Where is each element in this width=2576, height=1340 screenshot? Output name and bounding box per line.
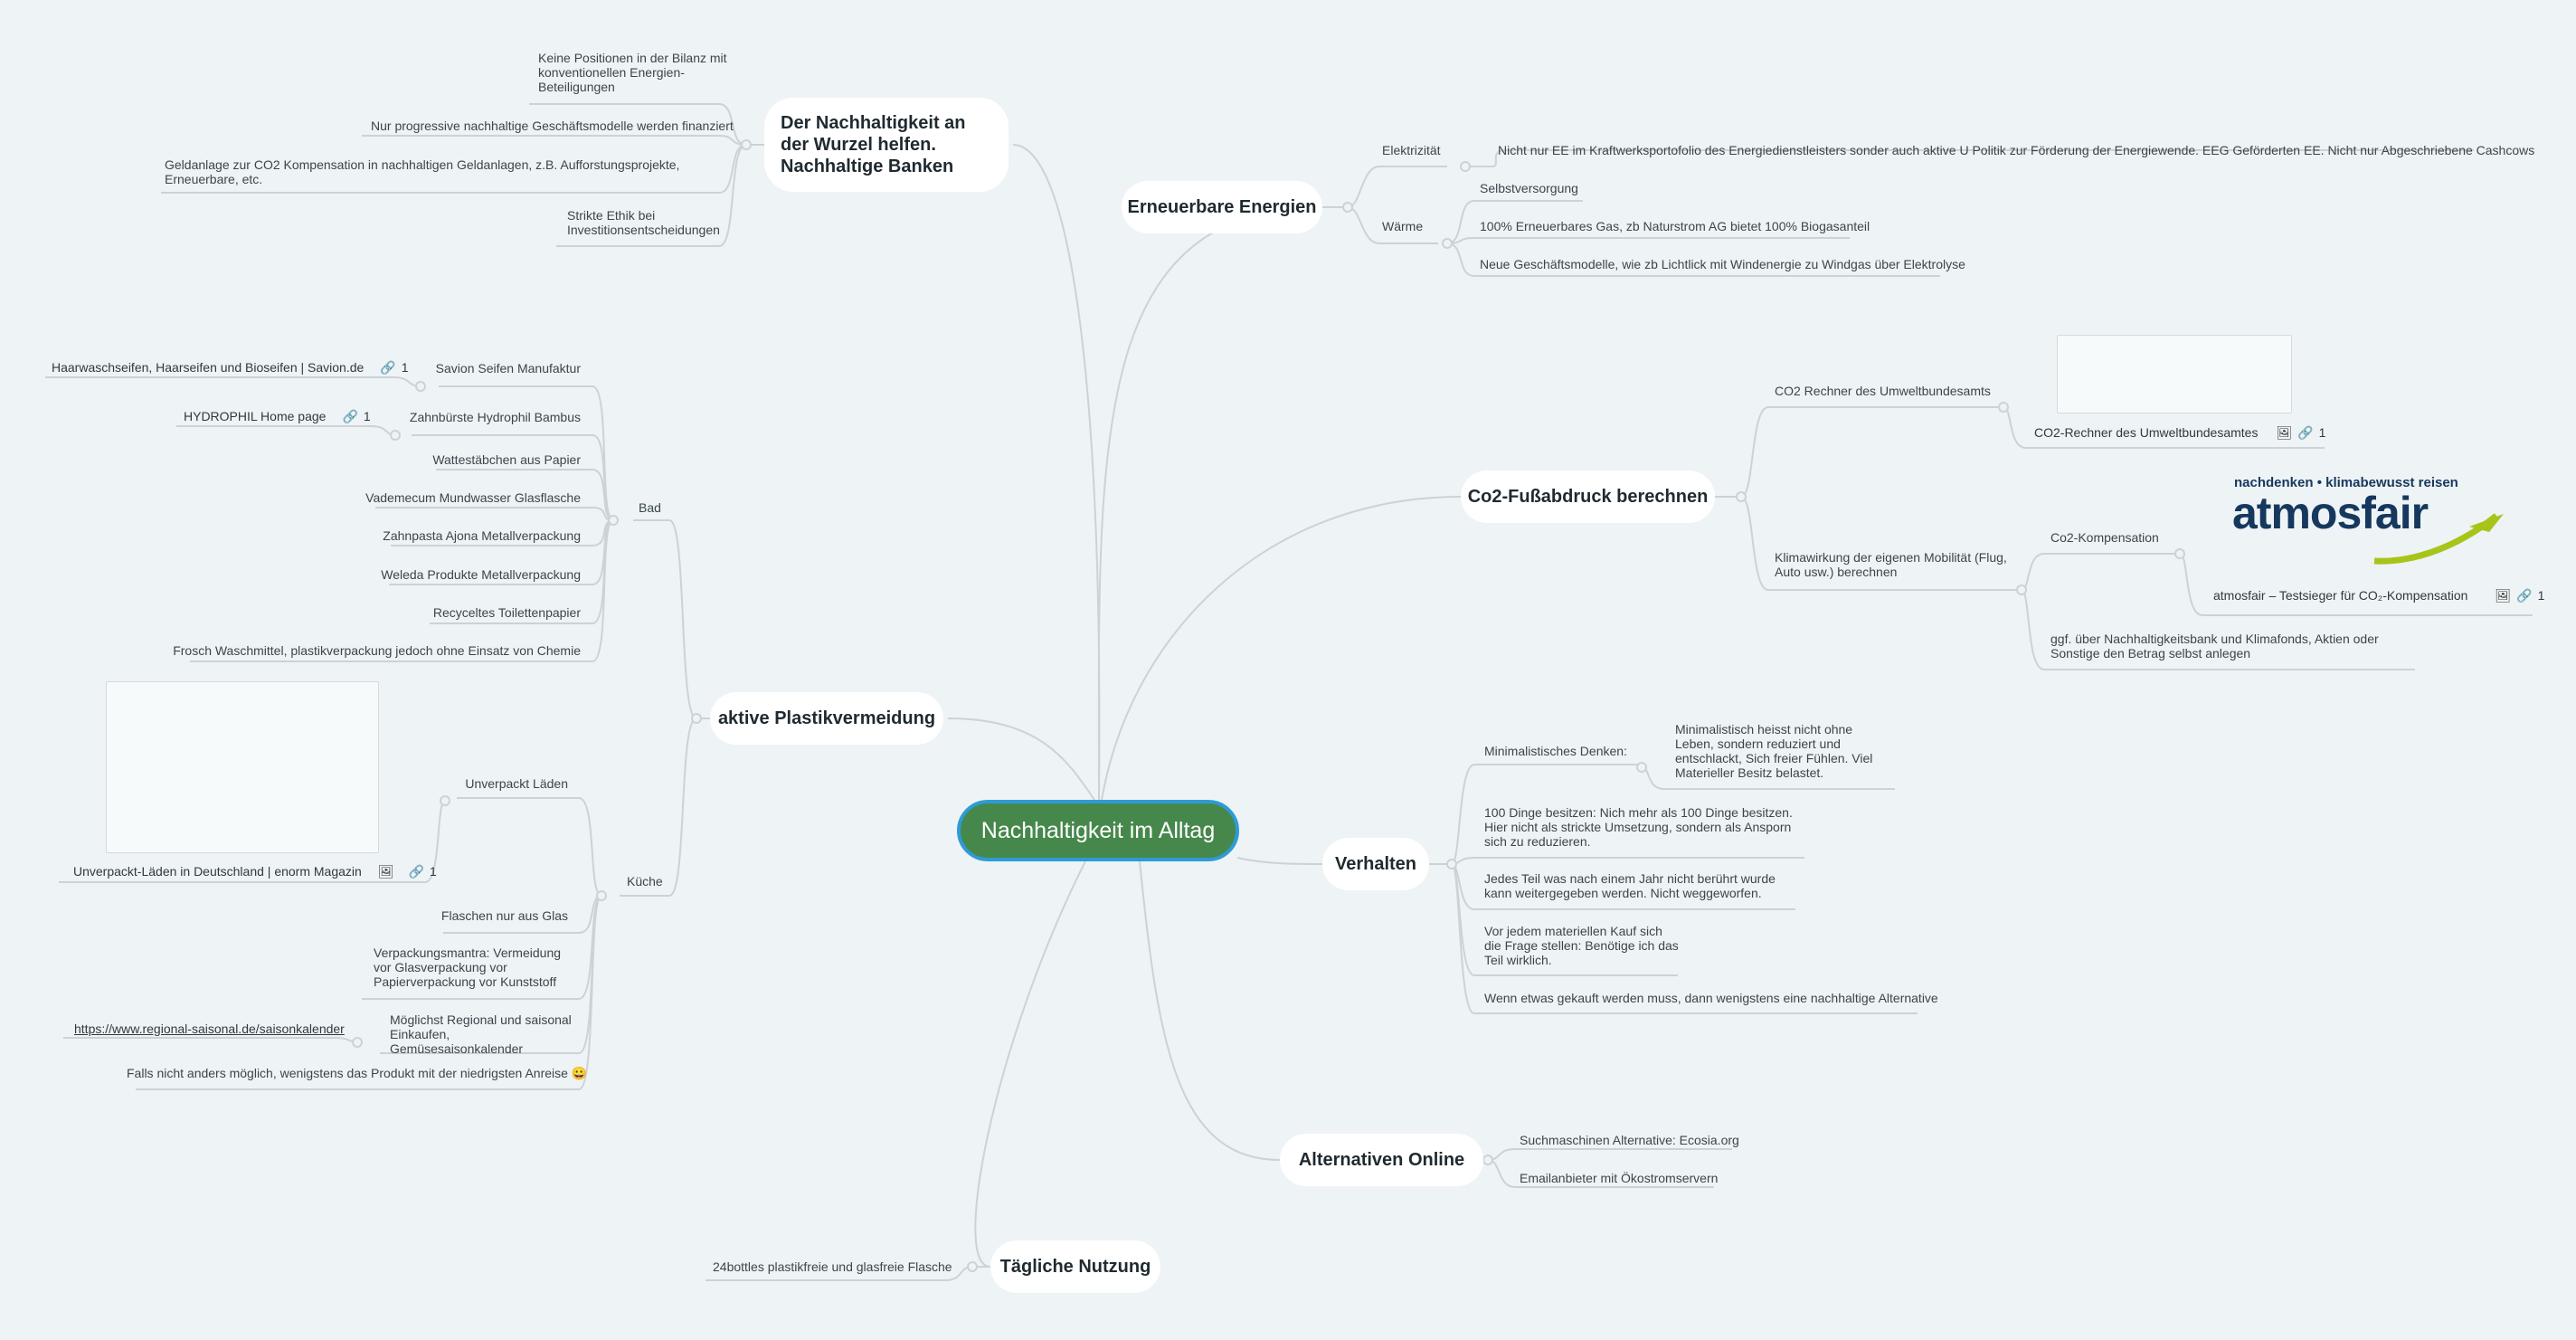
node-verhalten-item-2[interactable]: Jedes Teil was nach einem Jahr nicht ber… <box>1484 871 1776 900</box>
link-icon[interactable]: 🔗 <box>380 360 396 375</box>
branch-plastikvermeidung[interactable]: aktive Plastikvermeidung <box>710 692 943 745</box>
node-banken-item-2[interactable]: Nur progressive nachhaltige Geschäftsmod… <box>371 119 734 133</box>
node-elektrizitaet-text[interactable]: Nicht nur EE im Kraftwerksportofolio des… <box>1498 143 2535 157</box>
co2-rechner-link[interactable]: CO2-Rechner des Umweltbundesamtes 🖼 🔗 1 <box>2034 425 2325 440</box>
node-kueche-item-verpackungsmantra[interactable]: Verpackungsmantra: Vermeidung vor Glasve… <box>374 946 562 989</box>
node-kueche-item-unverpackt[interactable]: Unverpackt Läden <box>465 776 568 791</box>
link-count: 1 <box>2318 425 2326 440</box>
node-online-item-2[interactable]: Emailanbieter mit Ökostromservern <box>1520 1171 1719 1185</box>
link-count: 1 <box>2537 588 2545 603</box>
node-waerme[interactable]: Wärme <box>1382 219 1424 233</box>
unverpackt-image <box>106 681 379 853</box>
node-bad-item-vademecum[interactable]: Vademecum Mundwasser Glasflasche <box>365 490 581 505</box>
atmosfair-logo-tagline: nachdenken • klimabewusst reisen <box>2234 475 2458 490</box>
node-co2-kompensation[interactable]: Co2-Kompensation <box>2050 530 2159 545</box>
node-bad-item-weleda[interactable]: Weleda Produkte Metallverpackung <box>381 567 581 582</box>
node-banken-item-3[interactable]: Geldanlage zur CO2 Kompensation in nachh… <box>165 157 680 186</box>
link-icon[interactable]: 🔗 <box>408 864 425 879</box>
node-kueche-item-glas[interactable]: Flaschen nur aus Glas <box>440 908 568 923</box>
node-banken-item-1[interactable]: Keine Positionen in der Bilanz mit konve… <box>538 51 727 94</box>
link-count: 1 <box>401 360 409 375</box>
node-online-item-1[interactable]: Suchmaschinen Alternative: Ecosia.org <box>1520 1133 1739 1147</box>
node-co2-rechner[interactable]: CO2 Rechner des Umweltbundesamts <box>1775 384 1991 398</box>
node-bad-item-zahnbuerste[interactable]: Zahnbürste Hydrophil Bambus <box>409 410 581 424</box>
node-24bottles[interactable]: 24bottles plastikfreie und glasfreie Fla… <box>713 1259 952 1274</box>
branch-verhalten[interactable]: Verhalten <box>1322 838 1429 890</box>
unverpackt-link-label[interactable]: Unverpackt-Läden in Deutschland | enorm … <box>73 864 362 879</box>
node-verhalten-item-1[interactable]: 100 Dinge besitzen: Nich mehr als 100 Di… <box>1484 805 1793 849</box>
hydrophil-link-label[interactable]: HYDROPHIL Home page <box>184 409 327 423</box>
node-kueche-item-anreise[interactable]: Falls nicht anders möglich, wenigstens d… <box>127 1066 588 1080</box>
atmosfair-logo-word: atmosfair <box>2232 488 2429 538</box>
image-icon: 🖼 <box>2276 425 2293 440</box>
node-banken-item-4[interactable]: Strikte Ethik bei Investitionsentscheidu… <box>567 208 720 237</box>
node-mobilitaet[interactable]: Klimawirkung der eigenen Mobilität (Flug… <box>1775 550 2007 579</box>
image-icon: 🖼 <box>377 864 394 879</box>
link-icon[interactable]: 🔗 <box>2297 425 2314 440</box>
node-minimalistisches-denken[interactable]: Minimalistisches Denken: <box>1484 744 1627 758</box>
node-verhalten-item-3[interactable]: Vor jedem materiellen Kauf sich die Frag… <box>1484 924 1679 967</box>
node-bad-item-watte[interactable]: Wattestäbchen aus Papier <box>432 452 581 467</box>
node-bad-item-frosch[interactable]: Frosch Waschmittel, plastikverpackung je… <box>173 643 581 658</box>
node-bad-item-ajona[interactable]: Zahnpasta Ajona Metallverpackung <box>383 528 581 543</box>
node-minimalistisch-text[interactable]: Minimalistisch heisst nicht ohne Leben, … <box>1675 722 1873 780</box>
branch-nachhaltige-banken[interactable]: Der Nachhaltigkeit an der Wurzel helfen.… <box>764 98 1009 192</box>
co2-rechner-image <box>2057 335 2292 413</box>
branch-erneuerbare-energien[interactable]: Erneuerbare Energien <box>1122 181 1322 233</box>
branch-taegliche-nutzung[interactable]: Tägliche Nutzung <box>990 1240 1160 1293</box>
node-verhalten-item-4[interactable]: Wenn etwas gekauft werden muss, dann wen… <box>1484 991 1938 1005</box>
atmosfair-logo-plane-icon <box>2373 513 2504 565</box>
node-kueche[interactable]: Küche <box>627 874 663 889</box>
branch-co2-fussabdruck[interactable]: Co2-Fußabdruck berechnen <box>1461 470 1715 523</box>
savion-link-label[interactable]: Haarwaschseifen, Haarseifen und Bioseife… <box>52 360 365 375</box>
co2-rechner-link-label[interactable]: CO2-Rechner des Umweltbundesamtes <box>2034 425 2259 440</box>
link-icon[interactable]: 🔗 <box>342 409 358 423</box>
node-nachhaltigkeitsbank[interactable]: ggf. über Nachhaltigkeitsbank und Klimaf… <box>2050 632 2379 660</box>
savion-link[interactable]: Haarwaschseifen, Haarseifen und Bioseife… <box>52 360 409 375</box>
branch-alternativen-online[interactable]: Alternativen Online <box>1280 1134 1483 1186</box>
node-bad-item-savion[interactable]: Savion Seifen Manufaktur <box>435 361 581 375</box>
hydrophil-link[interactable]: HYDROPHIL Home page 🔗 1 <box>184 409 371 423</box>
saisonkalender-url[interactable]: https://www.regional-saisonal.de/saisonk… <box>74 1022 345 1036</box>
node-bad-item-toilettenpapier[interactable]: Recyceltes Toilettenpapier <box>432 605 581 620</box>
node-kueche-item-regional[interactable]: Möglichst Regional und saisonal Einkaufe… <box>390 1012 572 1056</box>
node-waerme-item-3[interactable]: Neue Geschäftsmodelle, wie zb Lichtlick … <box>1480 257 1965 271</box>
unverpackt-link[interactable]: Unverpackt-Läden in Deutschland | enorm … <box>73 864 437 879</box>
node-elektrizitaet[interactable]: Elektrizität <box>1382 143 1441 157</box>
node-waerme-item-1[interactable]: Selbstversorgung <box>1480 181 1578 195</box>
node-waerme-item-2[interactable]: 100% Erneuerbares Gas, zb Naturstrom AG … <box>1480 219 1870 233</box>
root-node[interactable]: Nachhaltigkeit im Alltag <box>957 800 1239 861</box>
link-icon[interactable]: 🔗 <box>2516 588 2533 603</box>
image-icon: 🖼 <box>2495 588 2512 603</box>
atmosfair-link[interactable]: atmosfair – Testsieger für CO₂-Kompensat… <box>2213 588 2544 603</box>
saisonkalender-link[interactable]: https://www.regional-saisonal.de/saisonk… <box>74 1022 345 1036</box>
atmosfair-link-label[interactable]: atmosfair – Testsieger für CO₂-Kompensat… <box>2213 588 2468 603</box>
link-count: 1 <box>430 864 437 879</box>
link-count: 1 <box>363 409 371 423</box>
node-bad[interactable]: Bad <box>639 500 661 515</box>
